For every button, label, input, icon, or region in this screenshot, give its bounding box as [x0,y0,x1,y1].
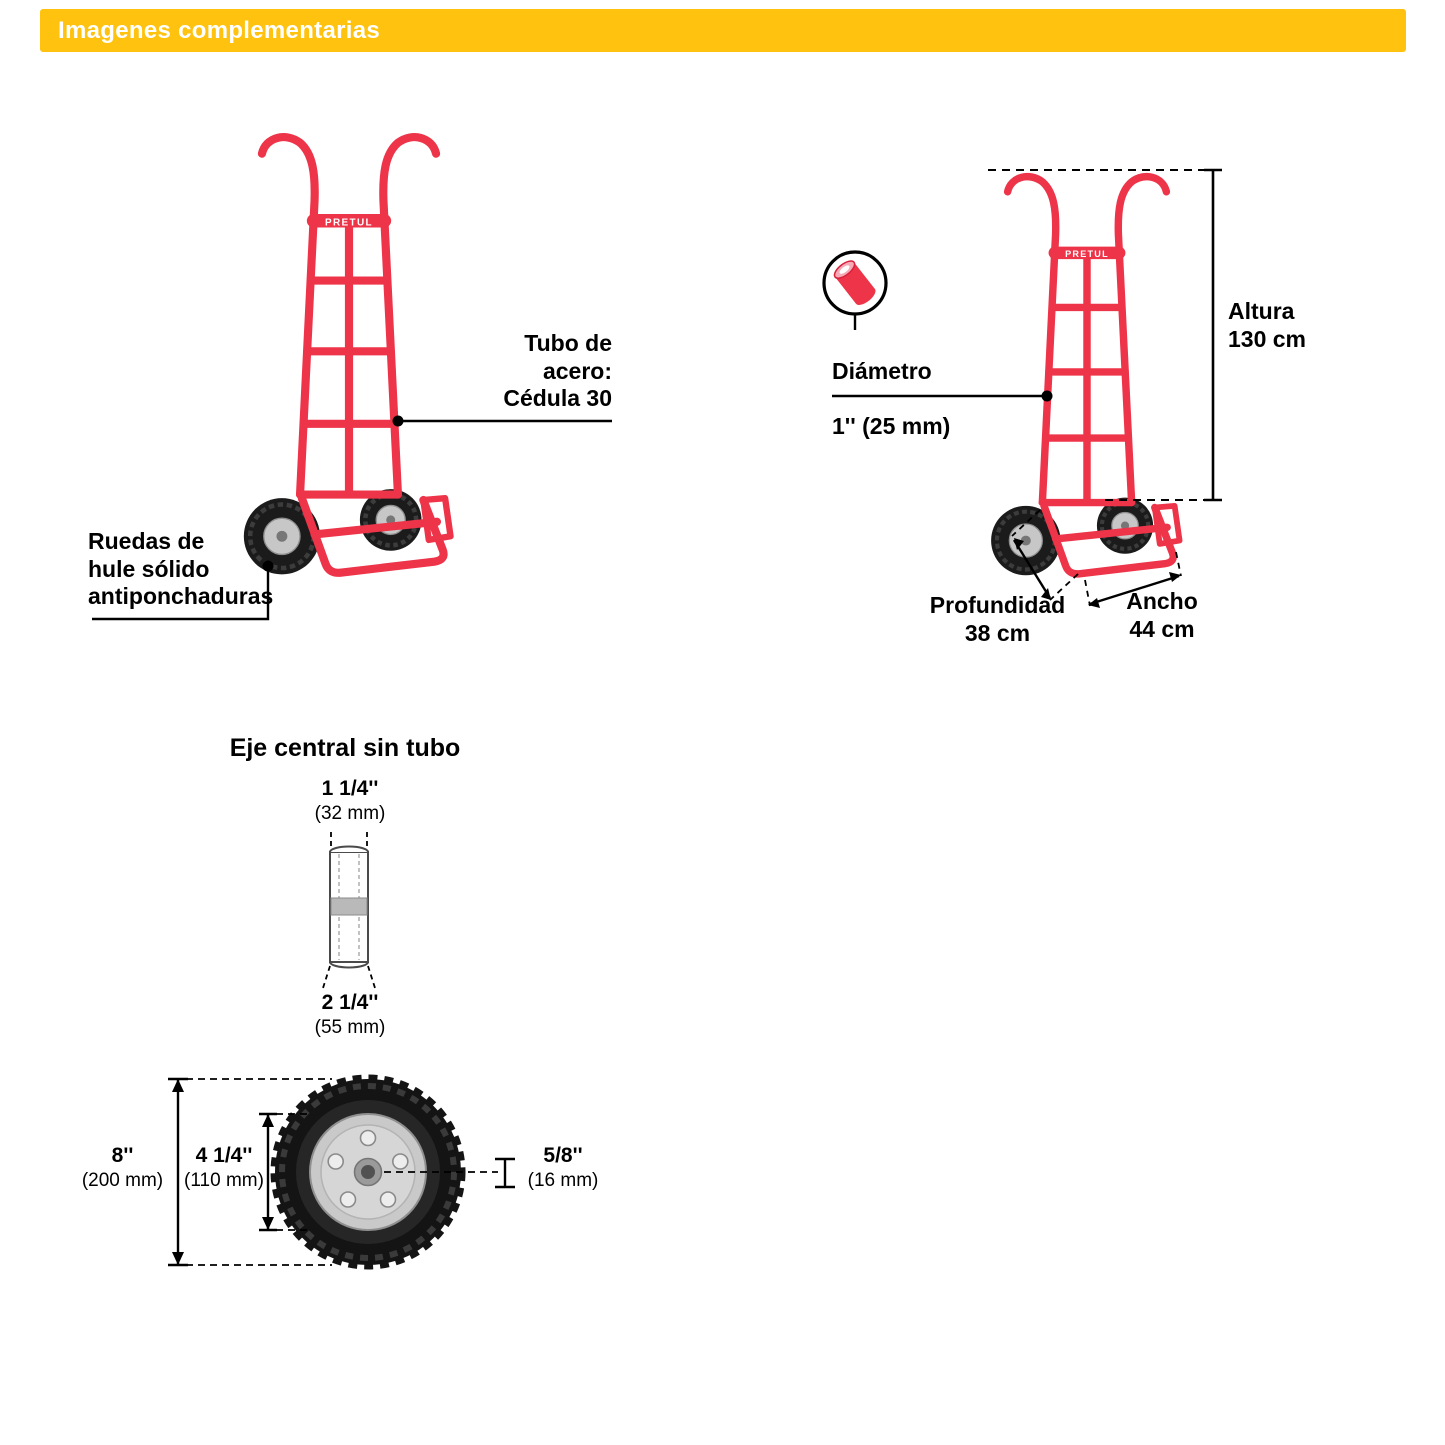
label-diameter: Diámetro 1'' (25 mm) [832,330,1002,468]
wheel-hub-dimension: 4 1/4'' (110 mm) [180,1143,268,1193]
label-height: Altura 130 cm [1228,298,1307,352]
dimension-value: 4 1/4'' [195,1144,253,1167]
label-steel-tube: Tubo de acero: Cédula 30 [503,330,612,412]
header-bar: Imagenes complementarias [40,9,1406,52]
page-title: Imagenes complementarias [58,16,381,44]
tube-cross-section-detail [822,250,888,330]
axle-section-title: Eje central sin tubo [229,734,461,762]
axle-bottom-dimension: 2 1/4'' (55 mm) [300,990,400,1040]
dimension-mm: (16 mm) [527,1170,599,1192]
label-width: Ancho 44 cm [1126,588,1198,642]
dimension-mm: (55 mm) [314,1017,386,1039]
dimension-value: 2 1/4'' [321,991,379,1014]
dimension-value: 5/8'' [543,1144,583,1167]
axle-diagram [322,832,376,989]
wheel-outer-dimension: 8'' (200 mm) [70,1143,175,1193]
dimension-value: 8'' [111,1144,134,1167]
dimension-mm: (110 mm) [184,1170,264,1192]
wheel-bolts [327,1129,409,1208]
label-solid-wheels: Ruedas de hule sólido antiponchaduras [88,528,274,610]
dimension-mm: (200 mm) [81,1170,164,1192]
diameter-value: 1'' (25 mm) [832,412,951,439]
diameter-title: Diámetro [832,357,932,384]
label-depth: Profundidad 38 cm [929,592,1066,646]
wheel-bore-dimension: 5/8'' (16 mm) [518,1143,608,1193]
wheel-diagram [270,1074,466,1270]
dimension-mm: (32 mm) [314,803,386,825]
axle-top-dimension: 1 1/4'' (32 mm) [300,776,400,826]
dimension-value: 1 1/4'' [321,777,379,800]
